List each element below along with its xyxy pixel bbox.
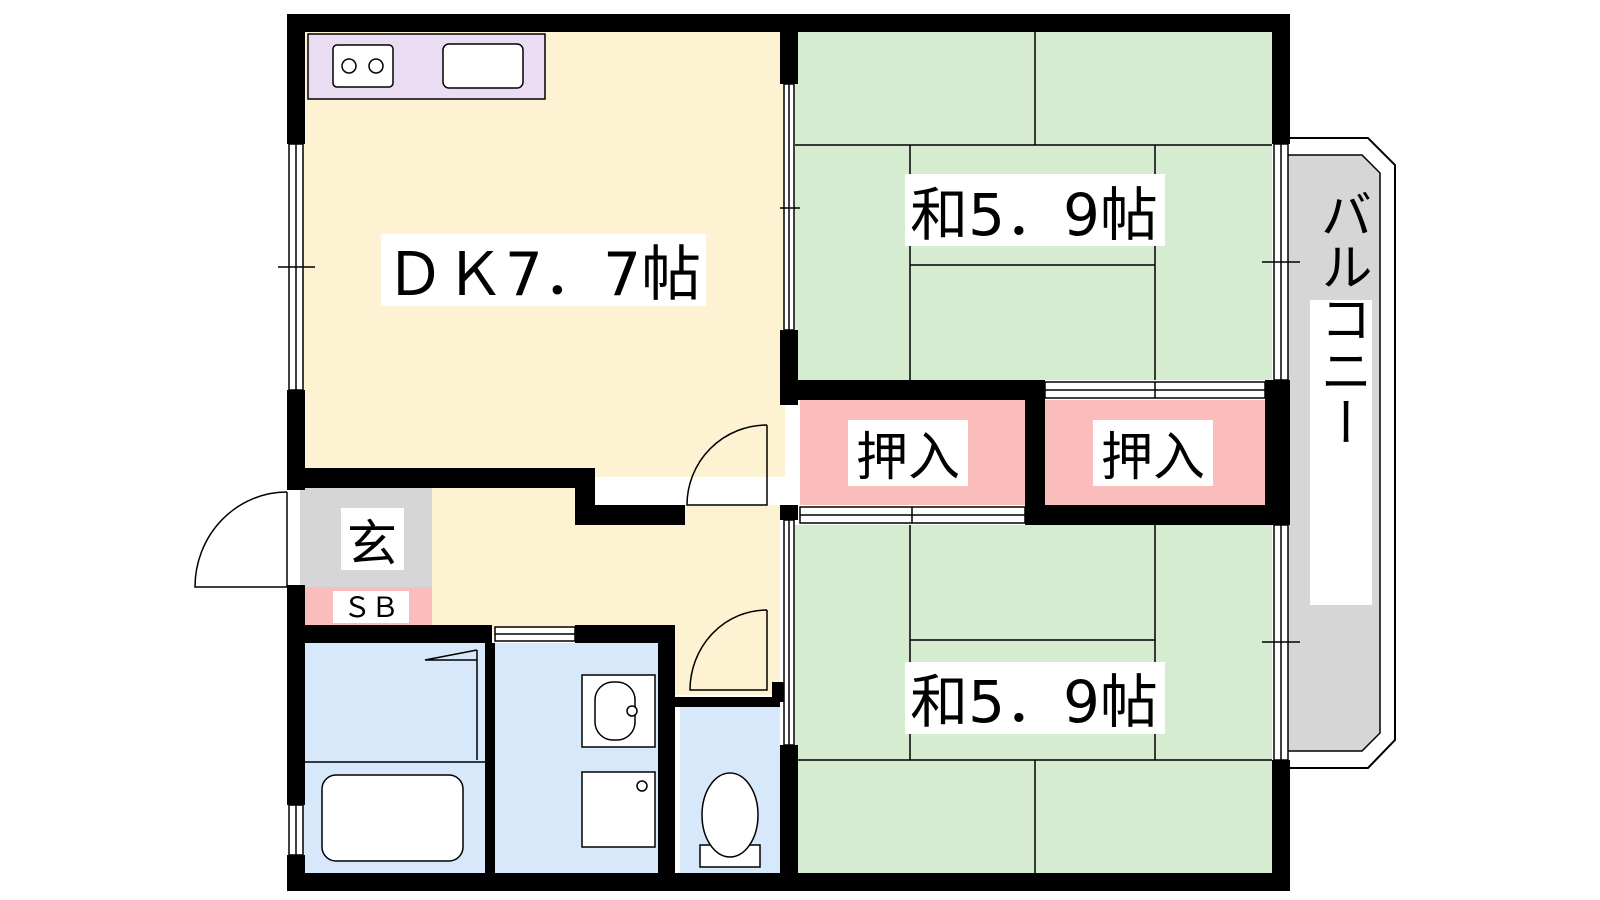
closet-right-label: 押入 bbox=[1101, 428, 1205, 488]
fixtures bbox=[300, 43, 761, 868]
kitchen-sink-icon bbox=[442, 43, 524, 89]
windows bbox=[278, 83, 1300, 856]
labels: ＤＫ7．7帖 和5．9帖 和5．9帖 押入 押入 玄 ＳＢ バルコニー bbox=[333, 174, 1372, 736]
washitsu-top-label: 和5．9帖 bbox=[910, 181, 1158, 249]
balcony-label: バルコニー bbox=[1311, 188, 1371, 448]
genkan-label: 玄 bbox=[347, 515, 397, 573]
hallway-floor bbox=[432, 487, 780, 695]
shoebox-label: ＳＢ bbox=[343, 591, 399, 624]
dk-label: ＤＫ7．7帖 bbox=[385, 240, 701, 310]
doors bbox=[194, 424, 768, 760]
bathtub-icon bbox=[321, 774, 464, 862]
stove-icon bbox=[332, 44, 394, 88]
washitsu-bottom-label: 和5．9帖 bbox=[910, 668, 1158, 736]
closet-left-label: 押入 bbox=[856, 428, 960, 488]
walls bbox=[287, 14, 1290, 891]
